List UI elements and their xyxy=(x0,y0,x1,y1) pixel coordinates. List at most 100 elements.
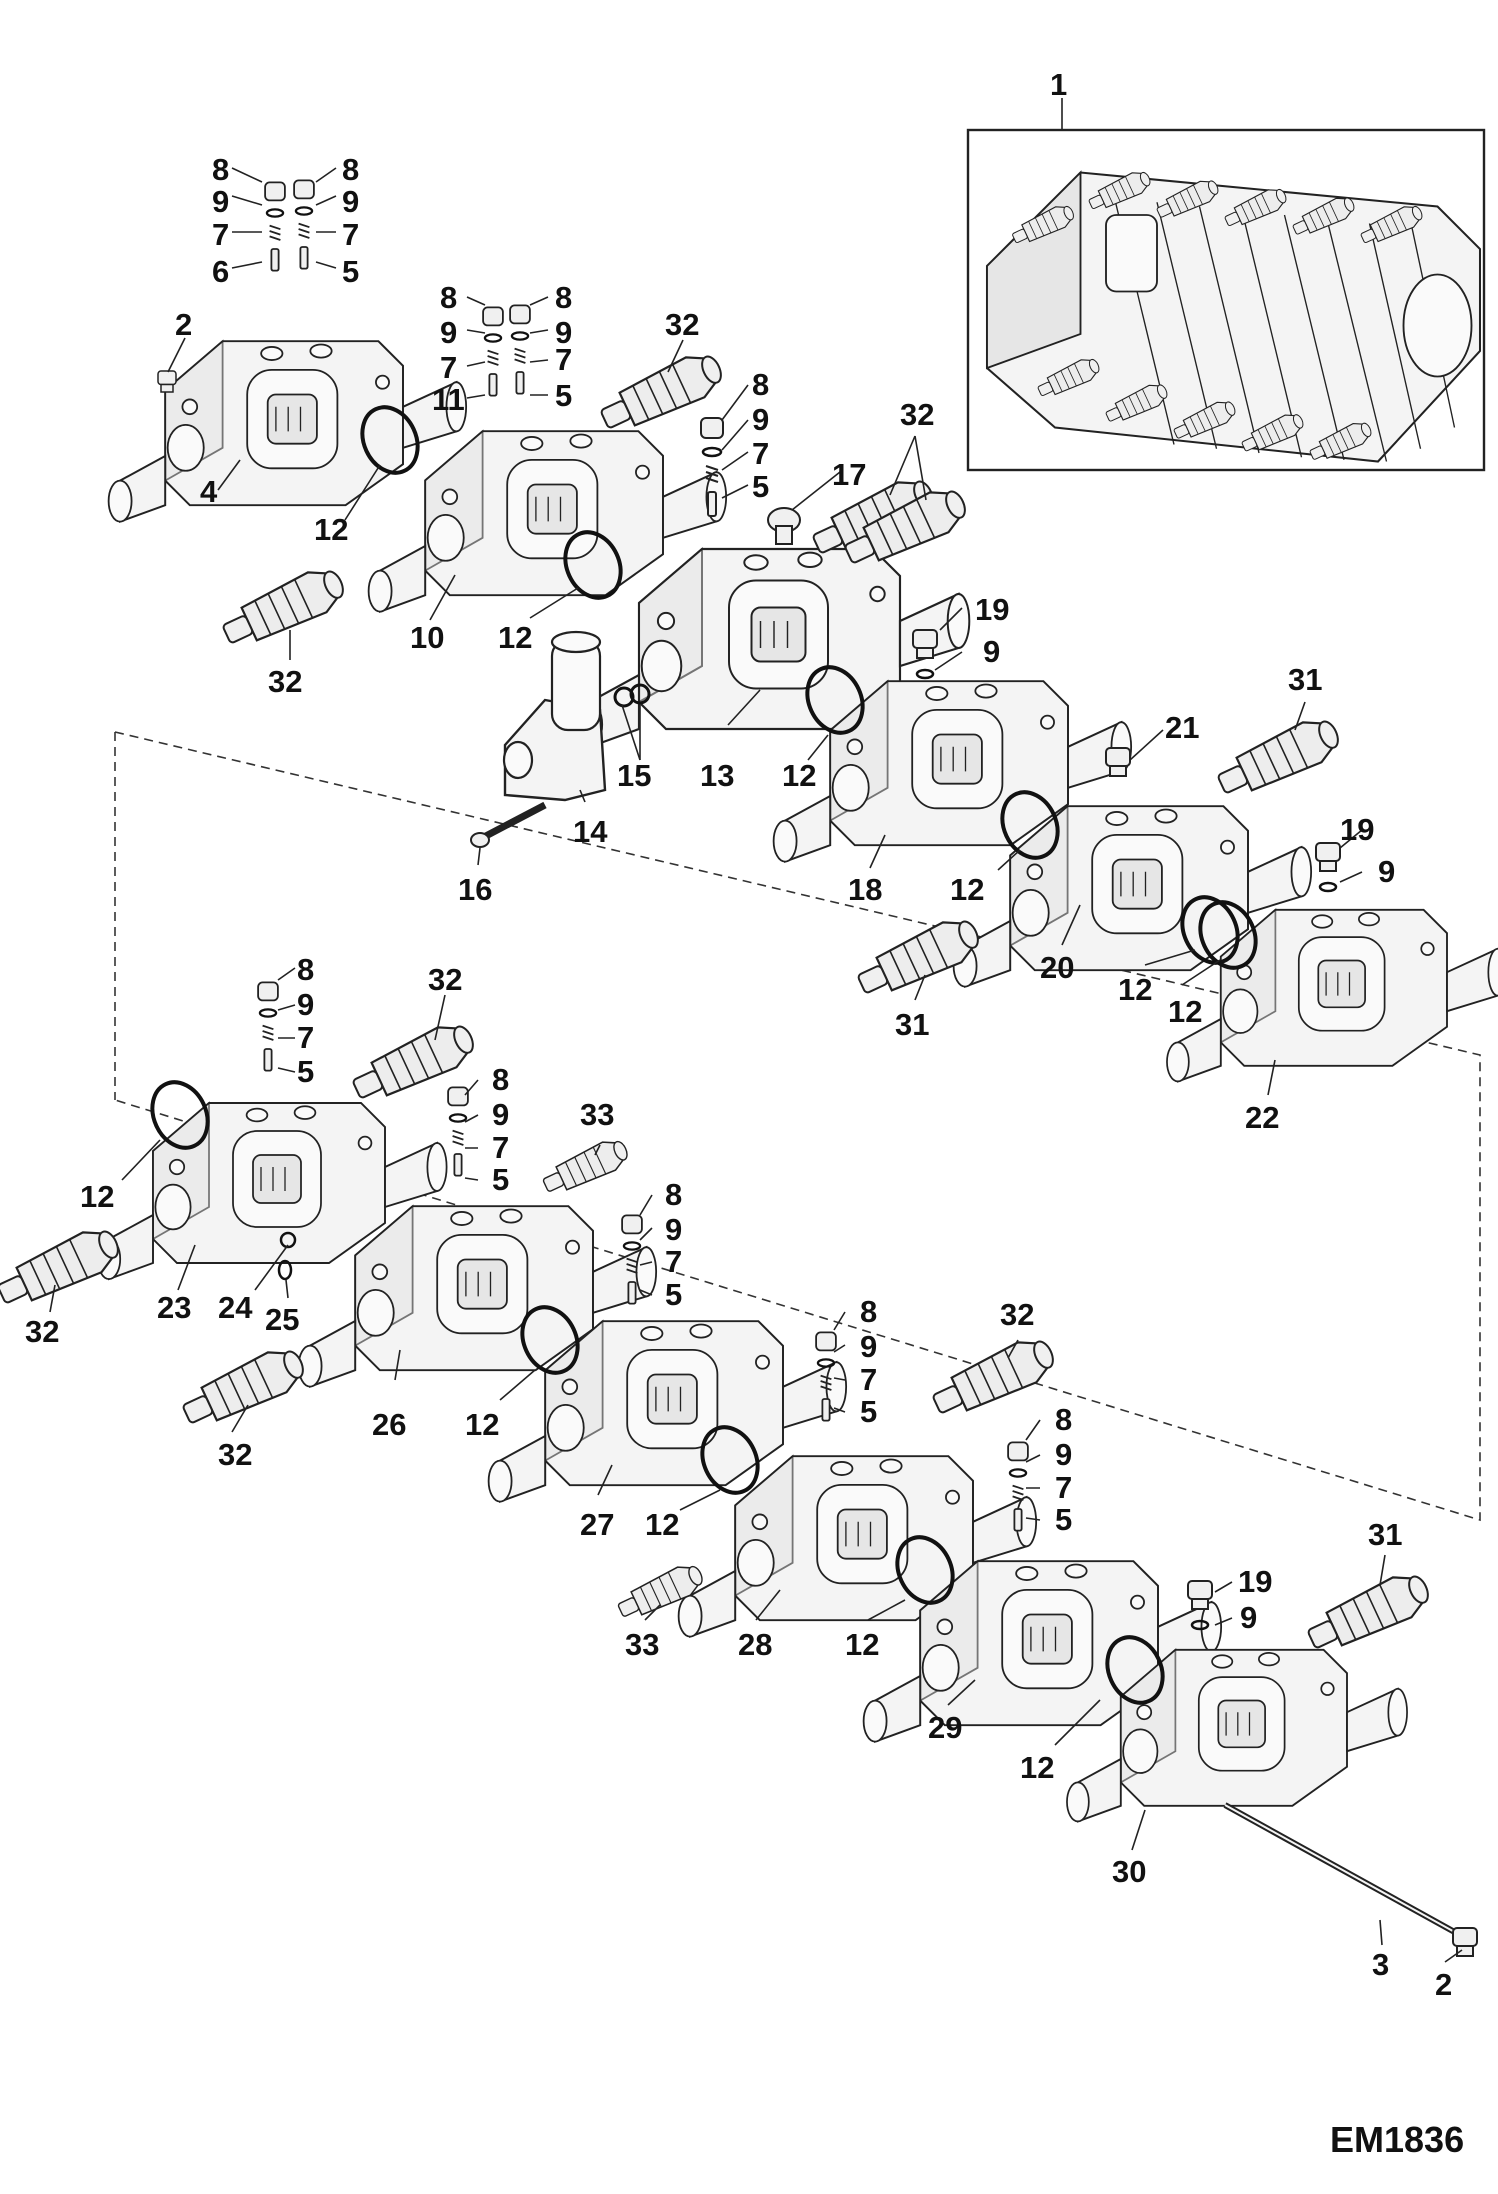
callout-labels: 1 8 8 9 9 7 7 6 5 2 4 12 8 8 9 9 7 7 11 … xyxy=(25,67,1452,2002)
part-14-block xyxy=(502,630,651,802)
callout-9: 9 xyxy=(440,315,457,350)
assembly-thumbnail xyxy=(985,166,1482,467)
callout-9: 9 xyxy=(1055,1437,1072,1472)
callout-5: 5 xyxy=(752,469,769,504)
callout-7: 7 xyxy=(1055,1470,1072,1505)
callout-19: 19 xyxy=(1238,1564,1272,1599)
callout-9: 9 xyxy=(1378,854,1395,889)
callout-21: 21 xyxy=(1165,710,1199,745)
callout-7: 7 xyxy=(297,1020,314,1055)
callout-32: 32 xyxy=(665,307,699,342)
callout-8: 8 xyxy=(212,152,229,187)
callout-12: 12 xyxy=(1020,1750,1054,1785)
callout-32: 32 xyxy=(428,962,462,997)
callout-17: 17 xyxy=(832,457,866,492)
callout-2: 2 xyxy=(175,307,192,342)
callout-8: 8 xyxy=(342,152,359,187)
callout-24: 24 xyxy=(218,1290,253,1325)
callout-8: 8 xyxy=(665,1177,682,1212)
callout-7: 7 xyxy=(752,436,769,471)
callout-9: 9 xyxy=(492,1097,509,1132)
callout-9: 9 xyxy=(1240,1600,1257,1635)
callout-11: 11 xyxy=(432,382,465,417)
callout-16: 16 xyxy=(458,872,492,907)
callout-32: 32 xyxy=(1000,1297,1034,1332)
callout-13: 13 xyxy=(700,758,734,793)
callout-6: 6 xyxy=(212,254,229,289)
callout-30: 30 xyxy=(1112,1854,1146,1889)
callout-19: 19 xyxy=(975,592,1009,627)
callout-8: 8 xyxy=(440,280,457,315)
part-2-nut-bottom xyxy=(1452,1927,1478,1957)
callout-8: 8 xyxy=(492,1062,509,1097)
callout-12: 12 xyxy=(782,758,816,793)
callout-31: 31 xyxy=(895,1007,929,1042)
callout-14: 14 xyxy=(573,814,608,849)
callout-7: 7 xyxy=(555,342,572,377)
callout-5: 5 xyxy=(555,378,572,413)
callout-28: 28 xyxy=(738,1627,772,1662)
callout-5: 5 xyxy=(342,254,359,289)
callout-9: 9 xyxy=(212,184,229,219)
callout-12: 12 xyxy=(80,1179,114,1214)
callout-10: 10 xyxy=(410,620,444,655)
callout-9: 9 xyxy=(555,315,572,350)
o-rings xyxy=(150,405,1258,1705)
callout-31: 31 xyxy=(1288,662,1322,697)
callout-26: 26 xyxy=(372,1407,406,1442)
callout-9: 9 xyxy=(752,402,769,437)
callout-12: 12 xyxy=(950,872,984,907)
callout-9: 9 xyxy=(297,987,314,1022)
callout-32: 32 xyxy=(218,1437,252,1472)
callout-19: 19 xyxy=(1340,812,1374,847)
part-16-bolt xyxy=(470,801,547,848)
callout-27: 27 xyxy=(580,1507,614,1542)
callout-4: 4 xyxy=(200,474,218,509)
callout-15: 15 xyxy=(617,758,651,793)
callout-8: 8 xyxy=(1055,1402,1072,1437)
callout-5: 5 xyxy=(860,1394,877,1429)
callout-9: 9 xyxy=(983,634,1000,669)
callout-5: 5 xyxy=(1055,1502,1072,1537)
callout-12: 12 xyxy=(645,1507,679,1542)
callout-8: 8 xyxy=(297,952,314,987)
callout-18: 18 xyxy=(848,872,882,907)
callout-33: 33 xyxy=(625,1627,659,1662)
part-3-tie-rod xyxy=(1223,1802,1462,1938)
callout-12: 12 xyxy=(465,1407,499,1442)
callout-1: 1 xyxy=(1050,67,1067,102)
callout-32: 32 xyxy=(268,664,302,699)
callout-9: 9 xyxy=(860,1329,877,1364)
callout-7: 7 xyxy=(440,350,457,385)
callout-7: 7 xyxy=(342,217,359,252)
single-plugs xyxy=(277,507,1341,1631)
callout-7: 7 xyxy=(665,1244,682,1279)
callout-5: 5 xyxy=(665,1277,682,1312)
callout-8: 8 xyxy=(860,1294,877,1329)
callout-8: 8 xyxy=(555,280,572,315)
callout-8: 8 xyxy=(752,367,769,402)
callout-9: 9 xyxy=(665,1212,682,1247)
callout-12: 12 xyxy=(845,1627,879,1662)
callout-12: 12 xyxy=(1168,994,1202,1029)
callout-7: 7 xyxy=(492,1130,509,1165)
callout-23: 23 xyxy=(157,1290,191,1325)
callout-9: 9 xyxy=(342,184,359,219)
callout-12: 12 xyxy=(314,512,348,547)
callout-7: 7 xyxy=(860,1362,877,1397)
part-2-nut-top xyxy=(157,370,177,393)
callout-5: 5 xyxy=(492,1162,509,1197)
callout-12: 12 xyxy=(498,620,532,655)
drawing-code: EM1836 xyxy=(1330,2119,1464,2160)
callout-22: 22 xyxy=(1245,1100,1279,1135)
callout-32: 32 xyxy=(900,397,934,432)
leader-lines xyxy=(49,167,1463,1963)
callout-33: 33 xyxy=(580,1097,614,1132)
callout-7: 7 xyxy=(212,217,229,252)
callout-3: 3 xyxy=(1372,1947,1389,1982)
callout-31: 31 xyxy=(1368,1517,1402,1552)
callout-25: 25 xyxy=(265,1302,299,1337)
callout-32: 32 xyxy=(25,1314,59,1349)
assembly-inset-frame xyxy=(966,128,1486,472)
